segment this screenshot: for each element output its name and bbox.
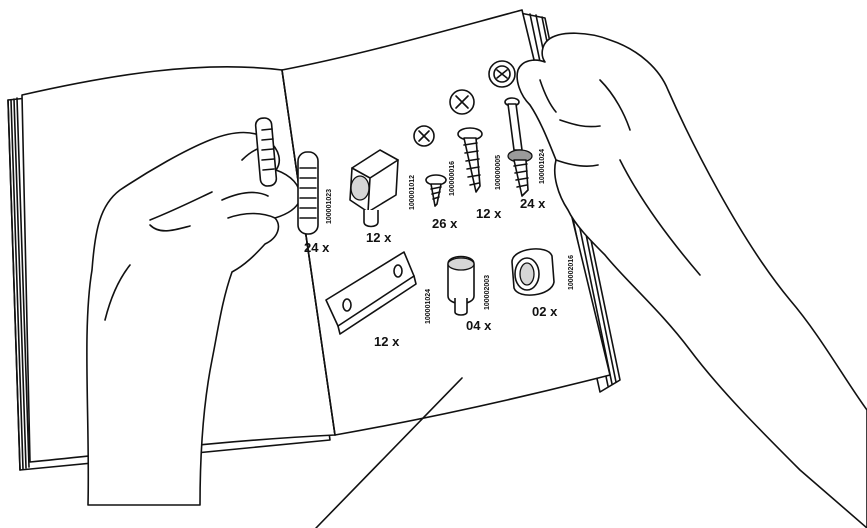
ring-cap-code: 100002016 [568,255,575,290]
right-hand [516,32,867,528]
callout-leader-line [315,377,463,528]
ring-cap-part: 02 x 100002016 [511,248,575,319]
bolt-washer-part: 24 x 100001024 [504,97,546,211]
cap-cup-qty: 04 x [466,318,492,333]
small-screw-code: 100000016 [449,161,456,196]
right-page [281,9,611,436]
small-screw-qty: 26 x [432,216,458,231]
small-screw-part: 26 x 100000016 [413,125,458,231]
bolt-washer-code: 100001024 [539,149,546,184]
metal-plate-qty: 12 x [374,334,400,349]
long-screw-qty: 12 x [476,206,502,221]
metal-plate-part: 12 x 100001024 [325,251,432,349]
bolt-washer-qty: 24 x [520,196,546,211]
long-screw-code: 100000005 [495,155,502,190]
ring-cap-qty: 02 x [532,304,558,319]
held-bolt [488,60,516,88]
cam-block-qty: 12 x [366,230,392,245]
left-hand [86,131,301,506]
metal-plate-code: 100001024 [425,289,432,324]
held-dowel [254,117,278,187]
dowel-qty: 24 x [304,240,330,255]
cap-cup-code: 100002003 [484,275,491,310]
cam-block-part: 12 x 100001012 [349,149,416,245]
book-spine [281,69,336,436]
dowel-part: 24 x 100001023 [297,151,333,255]
long-screw-part: 12 x 100000005 [449,89,502,221]
cam-block-code: 100001012 [409,175,416,210]
dowel-code: 100001023 [326,189,333,224]
cap-cup-part: 04 x 100002003 [447,255,492,333]
